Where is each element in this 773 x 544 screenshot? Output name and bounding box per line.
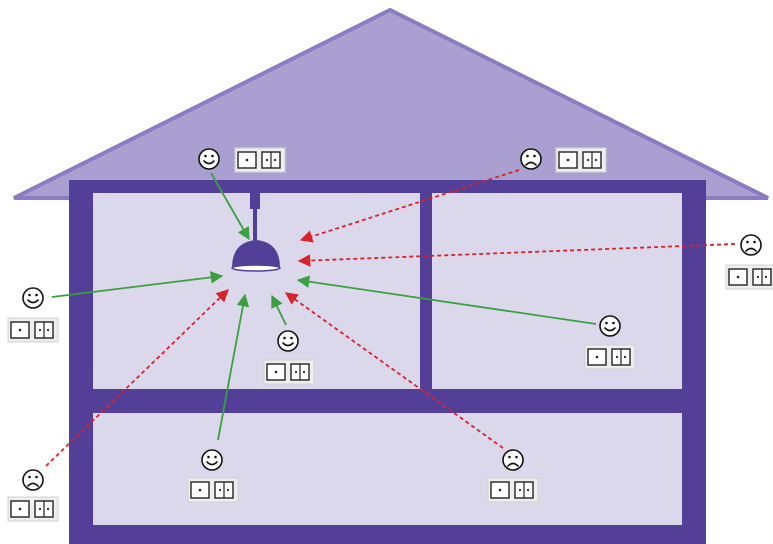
device-room-right [584,315,636,370]
smiley-face-icon [599,315,621,337]
light-switch-icon [725,264,773,290]
device-ground-center [187,449,239,503]
device-ground-right [487,449,539,503]
signal-arrow-ok [51,271,224,298]
room-upper-right [432,193,682,389]
smiley-face-icon [198,148,220,170]
smiley-face-icon [22,287,44,309]
signal-arrow-failed [284,292,504,449]
light-switch-icon [584,344,636,370]
sad-face-icon [502,449,524,471]
roof [13,7,769,200]
light-switch-icon [263,359,315,385]
device-outside-left-lower [7,469,59,522]
device-outside-left-upper [7,287,59,343]
signal-arrow-ok [210,172,250,241]
light-switch-icon [234,147,286,173]
ceiling-lamp-icon [231,193,281,272]
sad-face-icon [22,469,44,491]
device-roof-right [520,147,607,173]
signal-arrow-ok [217,293,250,441]
sad-face-icon [520,148,542,170]
light-switch-icon [7,317,59,343]
signal-arrow-failed [299,169,520,243]
signal-arrow-ok [271,294,287,326]
sad-face-icon [740,234,762,256]
light-switch-icon [7,496,59,522]
signal-arrow-failed [45,289,229,467]
smiley-face-icon [277,330,299,352]
device-room-center [263,330,315,385]
room-ground-floor [93,413,682,525]
signal-arrow-ok [296,275,597,325]
device-roof-left [198,147,286,173]
light-switch-icon [555,147,607,173]
light-switch-icon [487,477,539,503]
device-outside-right [725,234,773,290]
smiley-face-icon [201,449,223,471]
signal-arrow-failed [297,243,736,267]
light-switch-icon [187,477,239,503]
